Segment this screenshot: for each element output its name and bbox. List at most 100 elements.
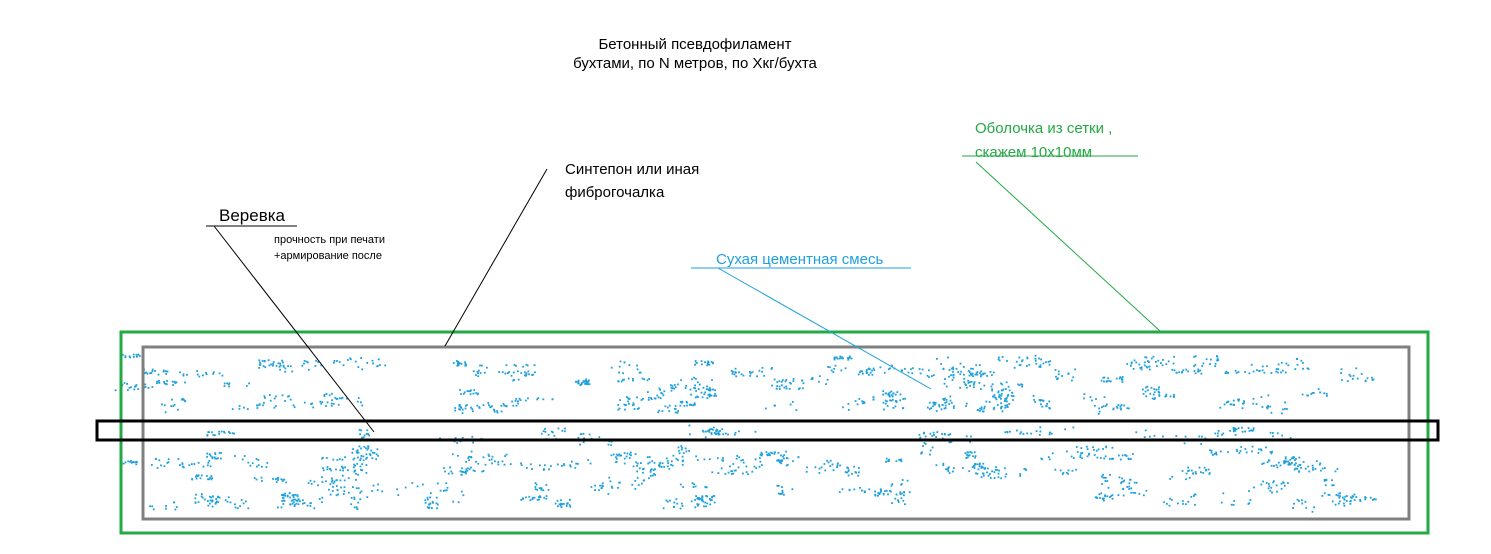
cement-particle (973, 451, 976, 454)
cement-particle (1156, 365, 1158, 367)
cement-particle (709, 387, 711, 389)
cement-particle (980, 408, 983, 411)
cement-particle (1130, 362, 1133, 365)
cement-particle (561, 503, 563, 506)
cement-particle (1135, 481, 1138, 484)
cement-particle (711, 379, 713, 381)
cement-particle (892, 392, 895, 395)
cement-particle (1337, 494, 1339, 497)
cement-particle (1102, 405, 1105, 408)
cement-particle (352, 486, 354, 488)
cement-particle (901, 479, 904, 481)
cement-particle (376, 489, 379, 491)
cement-particle (989, 477, 992, 479)
cement-particle (894, 497, 897, 500)
cement-particle (344, 456, 346, 459)
cement-particle (704, 391, 707, 394)
cement-particle (1232, 427, 1235, 430)
cement-particle (411, 482, 414, 484)
cement-particle (976, 472, 979, 475)
cement-particle (359, 457, 362, 460)
cement-particle (717, 431, 720, 433)
cement-particle (1185, 368, 1188, 371)
cement-particle (340, 397, 343, 400)
cement-particle (1215, 453, 1218, 456)
cement-particle (919, 372, 922, 375)
cement-particle (1153, 434, 1156, 437)
cement-particle (263, 360, 266, 362)
cement-particle (236, 507, 239, 510)
cement-particle (133, 356, 135, 358)
cement-particle (865, 369, 868, 371)
cement-particle (1224, 372, 1227, 374)
cement-particle (329, 493, 332, 496)
cement-particle (1025, 469, 1027, 471)
cement-particle (1039, 430, 1042, 433)
cement-particle (1051, 452, 1054, 455)
cement-particle (695, 390, 697, 392)
cement-particle (512, 371, 515, 374)
cement-particle (964, 452, 967, 455)
cement-particle (166, 462, 169, 464)
cement-particle (163, 381, 165, 383)
cement-particle (713, 501, 716, 504)
cement-particle (730, 470, 733, 473)
cement-particle (200, 493, 203, 495)
cement-particle (1026, 357, 1029, 360)
cement-particle (562, 463, 565, 465)
cement-particle (1210, 358, 1212, 361)
cement-particle (1280, 487, 1283, 490)
cement-particle (367, 445, 370, 448)
cement-particle (609, 480, 612, 483)
cement-particle (1200, 471, 1202, 474)
cement-particle (1272, 481, 1275, 484)
cement-particle (1305, 506, 1308, 509)
cement-particle (505, 364, 508, 367)
cement-particle (694, 363, 696, 366)
cement-particle (540, 432, 543, 435)
cement-particle (375, 453, 378, 456)
cement-particle (1324, 484, 1327, 487)
cement-particle (1047, 361, 1050, 363)
cement-particle (357, 456, 359, 459)
cement-particle (205, 373, 208, 376)
cement-particle (648, 456, 651, 458)
cement-particle (513, 364, 516, 366)
cement-particle (338, 458, 341, 460)
cement-particle (587, 459, 590, 461)
cement-particle (657, 396, 660, 399)
cement-particle (607, 493, 610, 495)
cement-particle (1145, 386, 1147, 389)
cement-particle (352, 458, 355, 461)
cement-particle (281, 394, 284, 397)
cement-particle (460, 406, 463, 409)
cement-particle (1004, 399, 1006, 402)
cement-particle (625, 396, 628, 398)
cement-particle (861, 400, 864, 403)
cement-particle (833, 356, 836, 359)
cement-particle (1132, 368, 1135, 370)
cement-particle (588, 383, 591, 385)
cement-particle (903, 494, 905, 497)
cement-particle (539, 464, 541, 467)
cement-particle (708, 431, 711, 433)
cement-particle (165, 383, 168, 386)
cement-particle (721, 459, 724, 462)
cement-particle (1262, 462, 1265, 465)
cement-particle (553, 434, 556, 437)
cement-particle (535, 483, 538, 486)
cement-particle (361, 404, 364, 407)
cement-particle (1208, 473, 1211, 475)
cement-particle (330, 402, 333, 405)
cement-particle (836, 357, 839, 360)
cement-particle (1258, 370, 1260, 372)
cement-particle (488, 404, 490, 406)
cement-particle (672, 454, 675, 457)
cement-particle (771, 384, 773, 387)
cement-particle (1120, 482, 1122, 484)
cement-particle (1193, 370, 1196, 372)
cement-particle (952, 368, 955, 371)
cement-particle (662, 394, 665, 397)
cement-particle (949, 399, 952, 402)
cement-particle (301, 364, 304, 367)
